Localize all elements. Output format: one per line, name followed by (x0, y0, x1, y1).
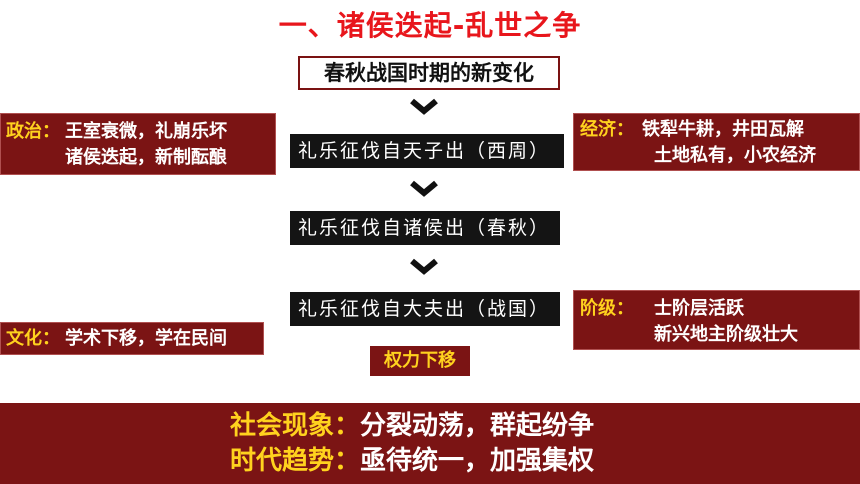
politics-label: 政治： (6, 121, 60, 142)
flow-step-western-zhou: 礼乐征伐自天子出（西周） (290, 134, 564, 168)
chevron-down-icon (410, 98, 438, 115)
economy-box: 经济： 铁犁牛耕，井田瓦解 土地私有，小农经济 (573, 113, 860, 171)
chevron-down-icon (410, 258, 438, 275)
flow-step-spring-autumn: 礼乐征伐自诸侯出（春秋） (290, 211, 560, 245)
politics-line-2: 诸侯迭起，新制酝酿 (65, 147, 227, 168)
social-phenomenon-value: 分裂动荡，群起纷争 (360, 411, 595, 441)
page-title: 一、诸侯迭起-乱世之争 (278, 9, 582, 42)
politics-line-1: 王室衰微，礼崩乐坏 (65, 121, 227, 142)
subtitle-box: 春秋战国时期的新变化 (298, 56, 560, 90)
era-trend-line: 时代趋势：亟待统一，加强集权 (230, 444, 594, 478)
class-line-2: 新兴地主阶级壮大 (654, 324, 798, 345)
class-label: 阶级： (580, 298, 634, 319)
culture-line-1: 学术下移，学在民间 (65, 328, 227, 349)
era-trend-label: 时代趋势： (230, 446, 361, 476)
economy-line-2: 土地私有，小农经济 (654, 145, 816, 166)
economy-label: 经济： (580, 119, 634, 140)
power-shift-badge: 权力下移 (370, 346, 470, 376)
era-trend-value: 亟待统一，加强集权 (360, 446, 595, 476)
flow-step-warring-states: 礼乐征伐自大夫出（战国） (290, 292, 560, 326)
culture-box: 文化： 学术下移，学在民间 (0, 322, 264, 355)
summary-band: 社会现象：分裂动荡，群起纷争 时代趋势：亟待统一，加强集权 (0, 403, 860, 484)
culture-label: 文化： (6, 328, 60, 349)
social-phenomenon-line: 社会现象：分裂动荡，群起纷争 (230, 409, 594, 443)
economy-line-1: 铁犁牛耕，井田瓦解 (642, 119, 804, 140)
social-phenomenon-label: 社会现象： (230, 411, 361, 441)
class-box: 阶级： 士阶层活跃 新兴地主阶级壮大 (573, 290, 860, 350)
chevron-down-icon (410, 180, 438, 197)
class-line-1: 士阶层活跃 (654, 298, 744, 319)
politics-box: 政治： 王室衰微，礼崩乐坏 诸侯迭起，新制酝酿 (0, 113, 276, 175)
